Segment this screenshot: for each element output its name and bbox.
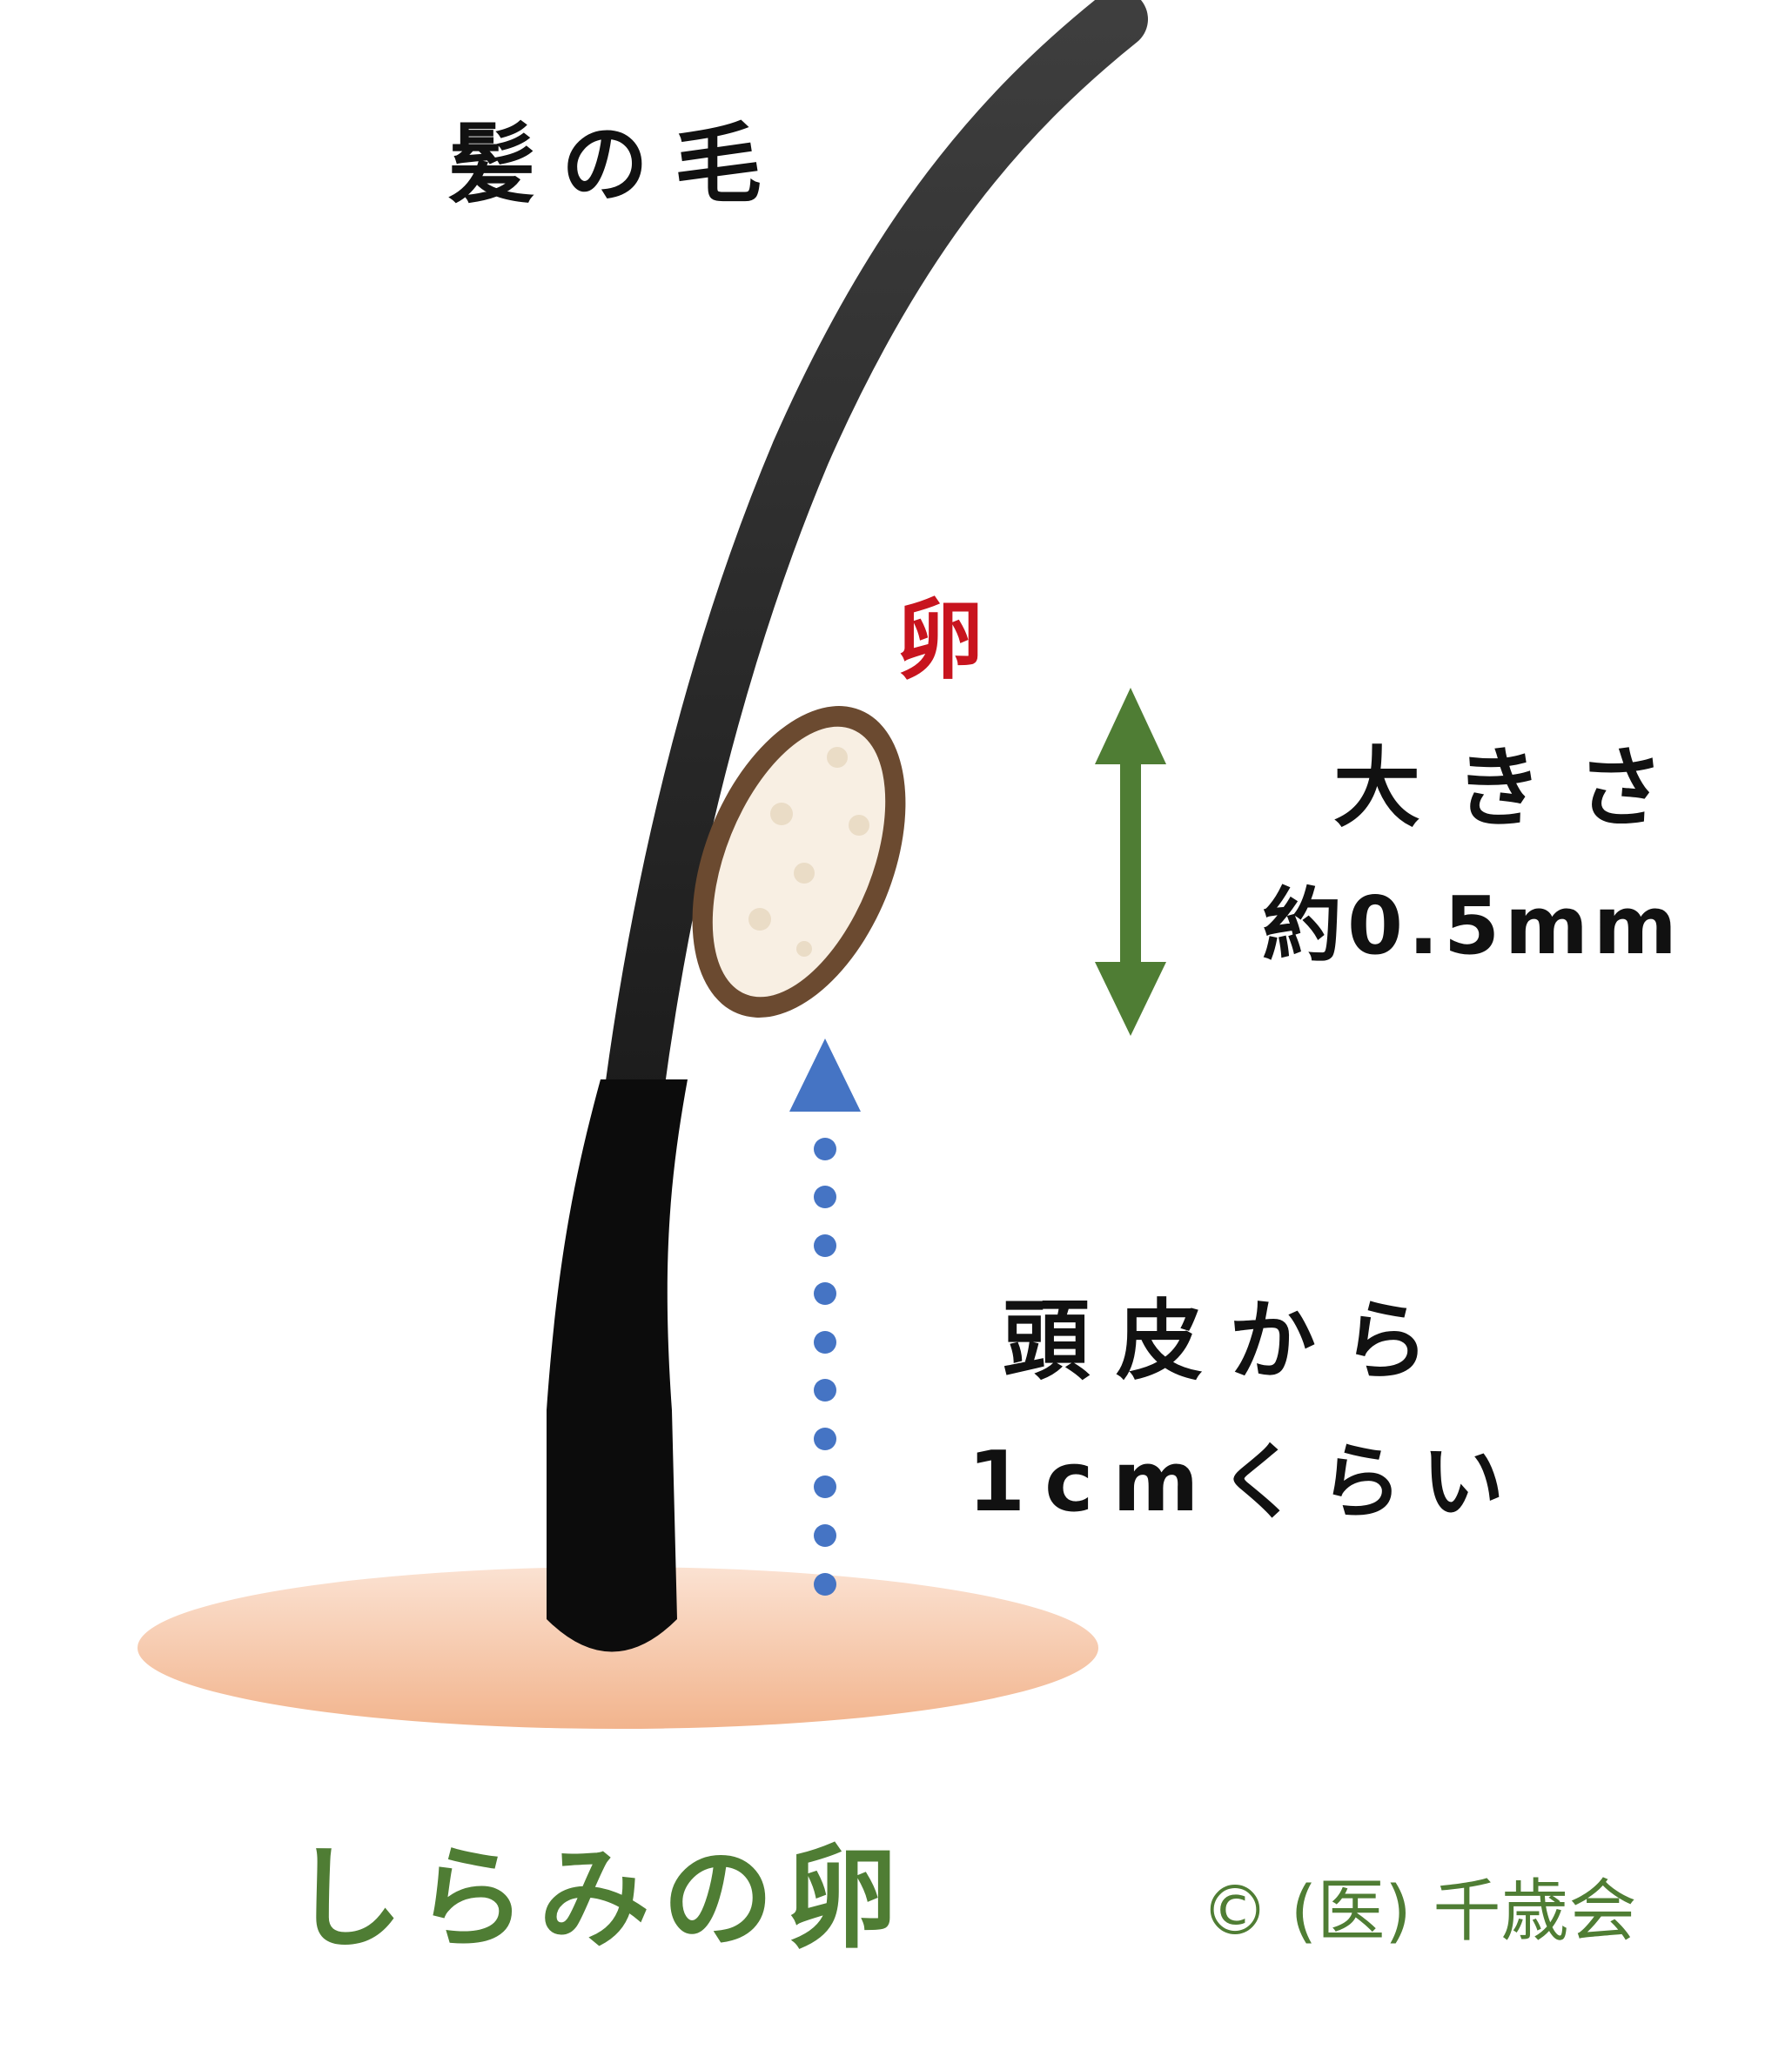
distance-line2: 1cmくらい xyxy=(968,1435,1523,1530)
distance-line1: 頭皮から xyxy=(1003,1290,1455,1392)
size-arrow-head-bottom xyxy=(1095,962,1166,1036)
size-value: 約0.5mm xyxy=(1262,879,1682,972)
copyright: © (医) 千歳会 xyxy=(1201,1872,1636,1951)
size-arrow xyxy=(1095,688,1166,1036)
size-arrow-head-top xyxy=(1095,688,1166,764)
egg-spot xyxy=(748,908,771,931)
egg-spot xyxy=(849,815,869,836)
distance-arrow-head xyxy=(789,1039,861,1112)
egg-spot xyxy=(796,941,812,957)
size-title: 大きさ xyxy=(1333,737,1699,839)
egg-spot xyxy=(794,863,815,884)
egg-spot xyxy=(770,803,793,825)
hair-root xyxy=(547,1079,688,1652)
hair-label: 髪の毛 xyxy=(448,113,788,215)
egg-spot xyxy=(827,747,848,768)
diagram-title: しらみの卵 xyxy=(292,1834,909,1964)
distance-arrow xyxy=(789,1039,861,1596)
size-arrow-shaft xyxy=(1120,757,1141,975)
egg-label: 卵 xyxy=(896,589,983,691)
